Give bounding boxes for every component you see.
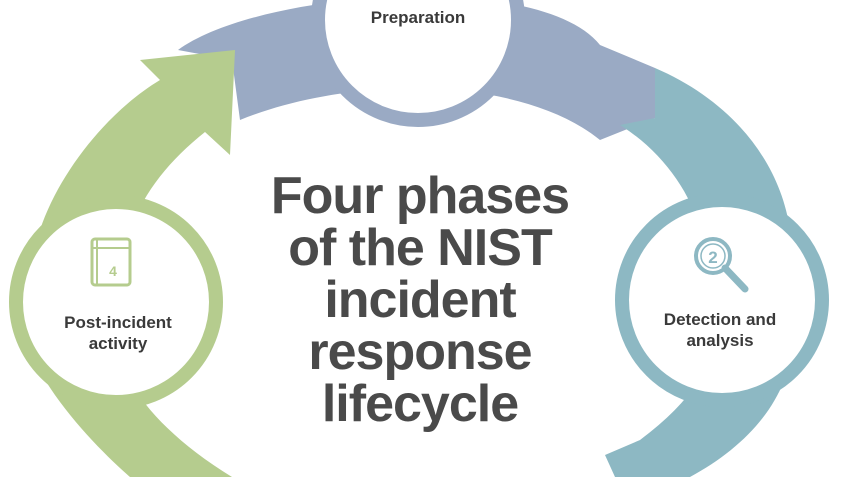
title-line: of the NIST [288,219,552,277]
diagram-title: Four phases of the NIST incident respons… [240,170,600,430]
detection-label-line: analysis [686,331,754,350]
post-incident-arrow [40,50,235,230]
preparation-node [311,0,525,127]
detection-label-line: Detection and [663,310,777,329]
detection-label: Detection and analysis [630,309,810,351]
title-line: incident [324,271,516,329]
post-incident-label-line: activity [88,334,148,353]
detection-node [615,193,829,407]
preparation-label: Preparation [370,8,466,27]
post-incident-node [9,195,223,409]
title-line: response [308,323,532,381]
post-incident-label-line: Post-incident [64,313,172,332]
post-incident-number: 4 [109,263,117,279]
title-line: lifecycle [321,375,519,433]
book-icon: 4 [90,237,132,287]
detection-number: 2 [708,248,717,267]
detection-arrow [620,68,790,230]
title-line: Four phases [270,167,570,225]
magnifier-icon: 2 [694,237,749,293]
post-incident-label: Post-incident activity [28,312,208,354]
